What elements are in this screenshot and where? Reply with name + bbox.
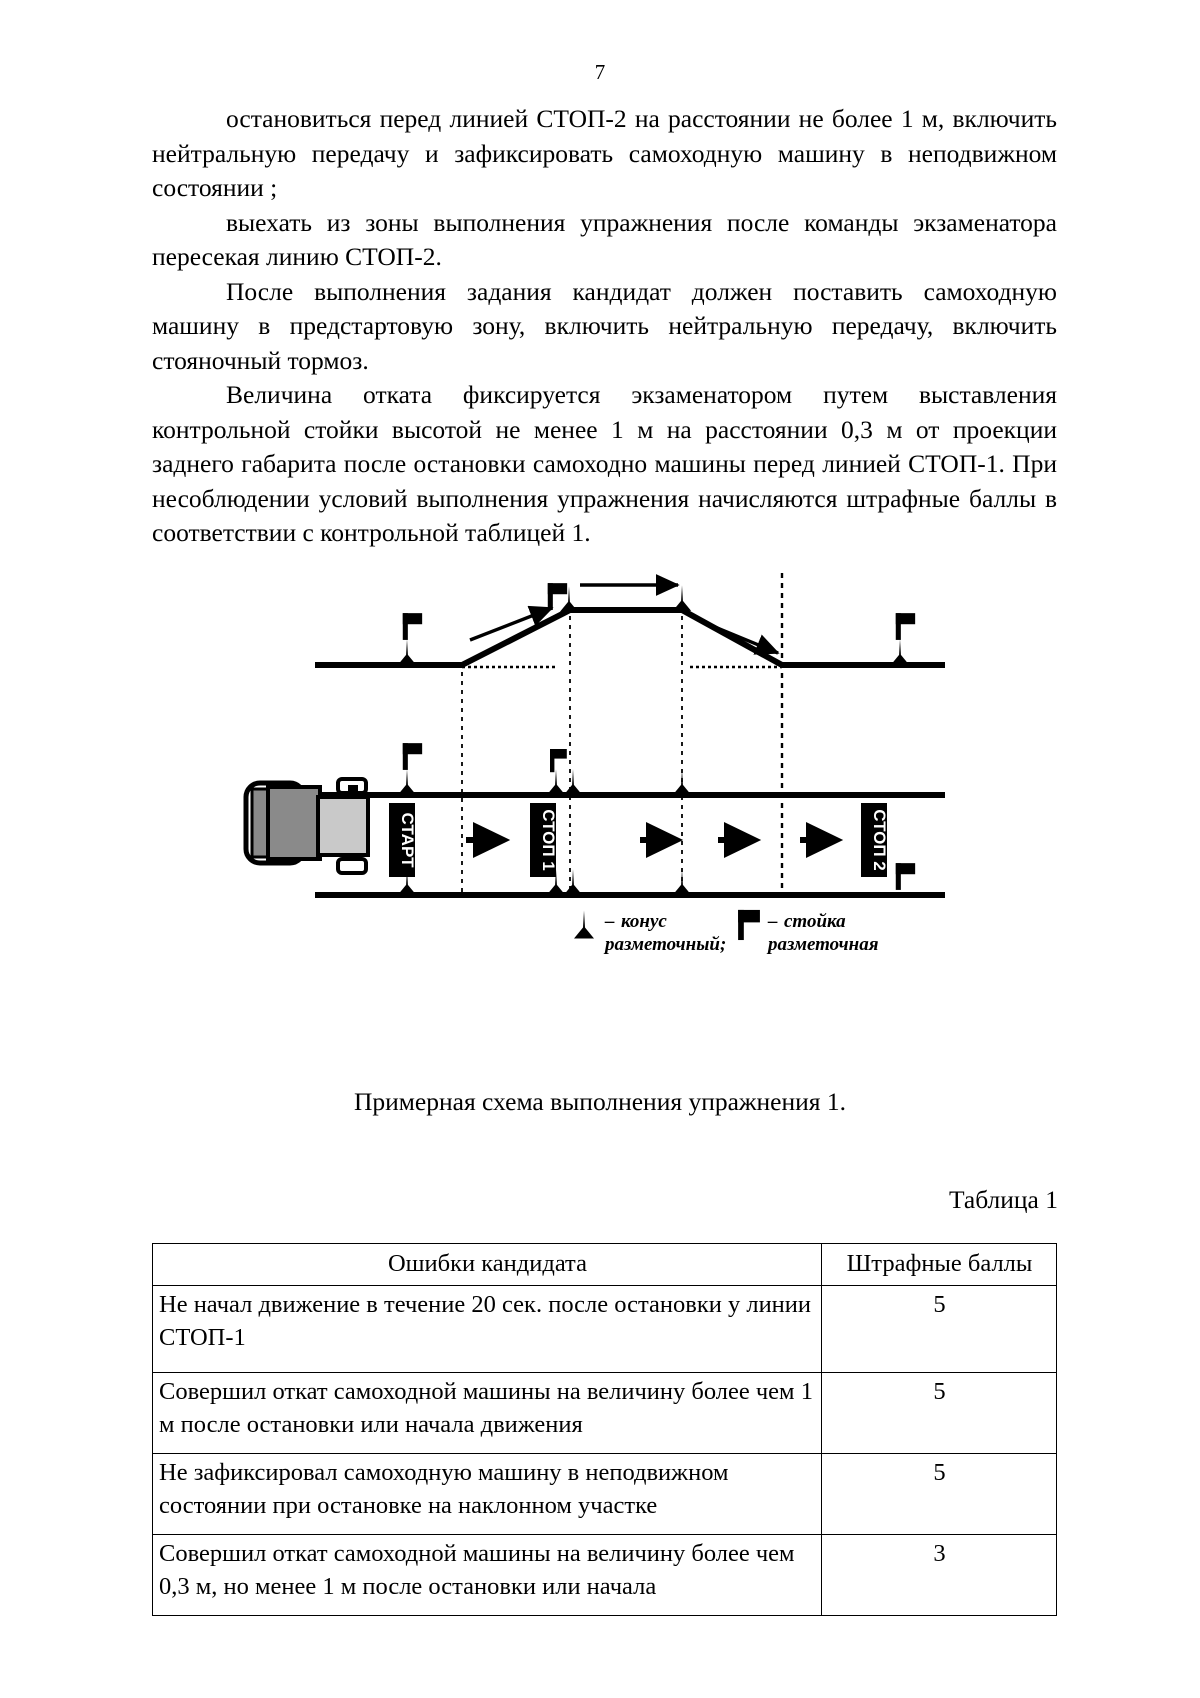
- paragraph-4: Величина отката фиксируется экзаменаторо…: [152, 380, 1057, 547]
- cell-points: 5: [820, 1285, 1058, 1373]
- cone-icon: [397, 639, 417, 665]
- annotation-arrow-up: [469, 605, 554, 642]
- table-row: Совершил откат самоходной машины на вели…: [152, 1372, 1058, 1454]
- paragraph-3: После выполнения задания кандидат должен…: [152, 276, 1057, 375]
- legend-cone-dash: –: [604, 911, 615, 932]
- column-header-points: Штрафные баллы: [820, 1243, 1058, 1286]
- page-number: 7: [594, 60, 606, 84]
- table-header-row: Ошибки кандидата Штрафные баллы: [152, 1243, 1058, 1286]
- marker-stop1: СТОП 1: [530, 803, 558, 877]
- penalty-table: Ошибки кандидата Штрафные баллы Не начал…: [152, 1243, 1058, 1616]
- cone-icon: [563, 869, 583, 895]
- figure-legend: – конус разметочный; – стойка разметочна…: [574, 909, 879, 955]
- marker-stop1-label: СТОП 1: [539, 809, 558, 870]
- cone-icon: [672, 769, 692, 795]
- legend-post-dash: –: [767, 911, 778, 932]
- post-icon: [895, 613, 916, 640]
- cone-icon: [563, 769, 583, 795]
- cell-points: 3: [820, 1534, 1058, 1616]
- post-icon: [550, 749, 567, 773]
- table-row: Не зафиксировал самоходную машину в непо…: [152, 1453, 1058, 1535]
- cone-icon: [890, 639, 910, 665]
- post-icon: [402, 613, 423, 640]
- marker-stop2-label: СТОП 2: [870, 809, 889, 870]
- profile-ramp-down: [680, 607, 784, 668]
- marker-stop2: СТОП 2: [861, 803, 889, 877]
- self-propelled-machine: [243, 777, 370, 875]
- post-icon: [402, 743, 423, 770]
- cell-points: 5: [820, 1453, 1058, 1535]
- cell-error: Совершил откат самоходной машины на вели…: [152, 1534, 822, 1616]
- cone-icon: [672, 869, 692, 895]
- marker-start-label: СТАРТ: [398, 813, 417, 869]
- paragraph-1: остановиться перед линией СТОП-2 на расс…: [152, 104, 1057, 202]
- body-text: остановиться перед линией СТОП-2 на расс…: [152, 102, 1057, 551]
- cone-icon: [574, 910, 594, 939]
- post-icon: [738, 909, 760, 941]
- cone-icon: [546, 769, 566, 795]
- legend-post-line1: стойка: [784, 911, 846, 932]
- legend-post-line2: разметочная: [766, 934, 879, 955]
- post-icon: [547, 583, 568, 610]
- annotation-arrow-down: [704, 621, 780, 655]
- legend-cone-line1: конус: [621, 911, 667, 932]
- cone-icon: [397, 769, 417, 795]
- post-icon: [895, 863, 916, 890]
- cell-error: Не начал движение в течение 20 сек. посл…: [152, 1285, 822, 1373]
- scheme-drawing: СТАРТ СТОП 1 СТОП 2 – конус разметочный;…: [243, 573, 945, 955]
- cell-error: Не зафиксировал самоходную машину в непо…: [152, 1453, 822, 1535]
- table-row: Совершил откат самоходной машины на вели…: [152, 1534, 1058, 1616]
- exercise-scheme-figure: СТАРТ СТОП 1 СТОП 2 – конус разметочный;…: [0, 555, 1200, 1055]
- figure-caption: Примерная схема выполнения упражнения 1.: [353, 1087, 847, 1116]
- table-row: Не начал движение в течение 20 сек. посл…: [152, 1285, 1058, 1373]
- table-label: Таблица 1: [948, 1185, 1058, 1214]
- cell-points: 5: [820, 1372, 1058, 1454]
- marker-start: СТАРТ: [389, 803, 417, 877]
- cell-error: Совершил откат самоходной машины на вели…: [152, 1372, 822, 1454]
- column-header-errors: Ошибки кандидата: [152, 1243, 822, 1286]
- legend-cone-line2: разметочный;: [603, 934, 726, 955]
- paragraph-2: выехать из зоны выполнения упражнения по…: [152, 207, 1057, 272]
